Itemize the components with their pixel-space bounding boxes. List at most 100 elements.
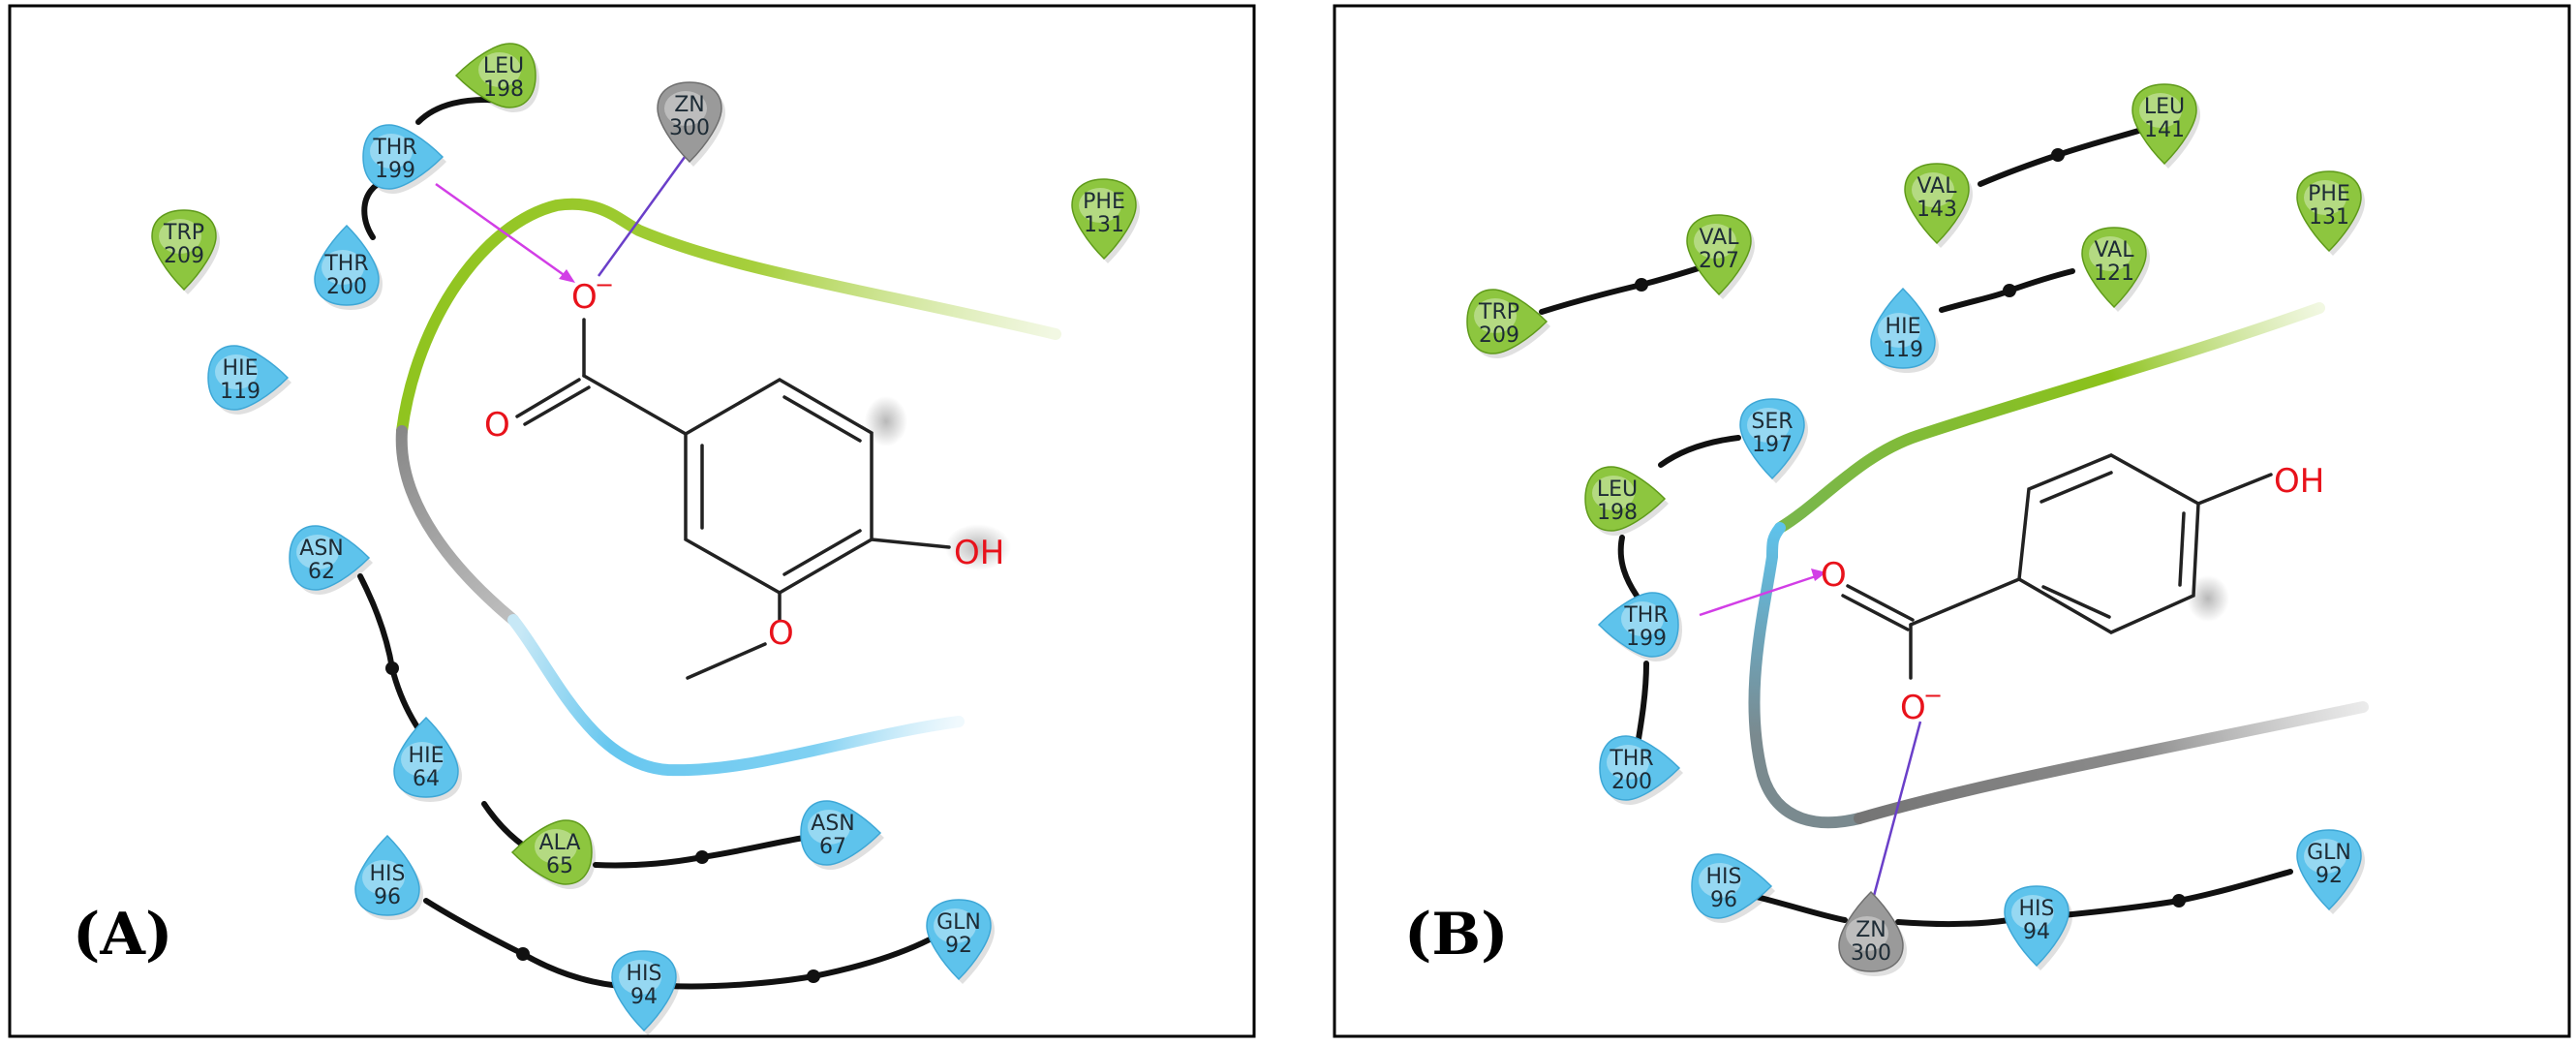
residue-name: GLN xyxy=(936,910,981,935)
residue-name: ZN xyxy=(1855,918,1886,942)
residue-name: VAL xyxy=(1917,174,1958,199)
residue-marker-polar xyxy=(289,525,371,591)
residue-name: ASN xyxy=(299,537,343,561)
residue-marker-metal xyxy=(1838,890,1904,972)
panel-a-label: (A) xyxy=(73,901,172,969)
residue-number: 209 xyxy=(164,244,204,268)
residue-name: HIS xyxy=(370,862,406,886)
residue-number: 131 xyxy=(2309,205,2349,230)
residue-number: 65 xyxy=(546,854,573,878)
hbond-arrowhead xyxy=(1811,569,1826,581)
residue-name: TRP xyxy=(1478,300,1519,324)
residue-number: 199 xyxy=(1626,627,1667,651)
panel-b-pocket-outline xyxy=(1748,302,2369,829)
residue-number: 92 xyxy=(945,934,972,958)
metal-coordination-zn xyxy=(1872,721,1922,897)
atom-charge: − xyxy=(595,271,614,298)
panel-a-interactions xyxy=(435,152,690,283)
residue-number: 131 xyxy=(1084,213,1124,237)
residue-name: LEU xyxy=(2144,95,2185,119)
residue-number: 209 xyxy=(1479,323,1519,348)
residue-marker-hydrophobic xyxy=(1466,289,1549,354)
residue-number: 199 xyxy=(375,159,415,183)
residue-marker-hydrophobic xyxy=(2131,83,2197,166)
residue-marker-polar xyxy=(1597,592,1679,658)
residue-number: 96 xyxy=(1710,888,1737,912)
residue-name: ZN xyxy=(674,93,705,117)
residue-name: THR xyxy=(372,136,416,160)
residue-number: 121 xyxy=(2094,262,2134,286)
panel-a-frame xyxy=(8,4,1256,1038)
residue-number: 141 xyxy=(2144,118,2185,142)
panel-b-backbone-chains xyxy=(1539,123,2293,928)
atom-charge: − xyxy=(1923,682,1943,709)
residue-marker-metal xyxy=(657,81,722,164)
panel-b-interactions xyxy=(1699,569,1922,897)
residue-marker-polar xyxy=(393,716,459,798)
residue-marker-hydrophobic xyxy=(1584,466,1667,532)
residue-number: 207 xyxy=(1699,249,1739,273)
residue-number: 64 xyxy=(413,767,440,791)
residue-marker-polar xyxy=(1691,853,1773,919)
residue-name: TRP xyxy=(163,221,204,245)
panel-b-label: (B) xyxy=(1404,901,1509,969)
residue-name: SER xyxy=(1751,410,1793,434)
residue-number: 300 xyxy=(1851,941,1891,966)
residue-number: 67 xyxy=(819,835,846,859)
residue-marker-polar xyxy=(800,800,882,866)
panel-b-ligand: OH O O − xyxy=(1821,453,2324,727)
atom-o-carbonyl: O xyxy=(1821,556,1847,595)
residue-name: ALA xyxy=(539,831,581,855)
residue-marker-polar xyxy=(2296,829,2362,911)
residue-name: THR xyxy=(1609,747,1653,771)
residue-name: HIS xyxy=(627,962,662,986)
residue-number: 92 xyxy=(2315,864,2343,888)
hbond-thr199-o xyxy=(1699,573,1820,617)
residue-name: PHE xyxy=(2308,182,2350,206)
residue-name: GLN xyxy=(2307,841,2351,865)
metal-coordination-zn xyxy=(597,152,690,277)
residue-number: 200 xyxy=(1611,770,1652,794)
residue-marker-hydrophobic xyxy=(1071,178,1137,261)
atom-o-methoxy: O xyxy=(768,614,794,653)
residue-number: 119 xyxy=(220,380,261,404)
hbond-thr199-o xyxy=(435,182,570,281)
residue-name: LEU xyxy=(1597,477,1638,502)
residue-marker-hydrophobic xyxy=(2081,227,2147,309)
atom-oh: OH xyxy=(2274,462,2324,501)
atom-o-carbonyl: O xyxy=(484,406,510,445)
hbond-arrowhead xyxy=(559,269,575,283)
residue-marker-polar xyxy=(354,834,420,916)
residue-name: HIS xyxy=(1706,865,1742,889)
residue-name: VAL xyxy=(2095,238,2135,262)
panel-b-frame xyxy=(1333,4,2571,1038)
residue-marker-polar xyxy=(611,950,677,1032)
residue-marker-polar xyxy=(1739,398,1805,480)
residue-number: 94 xyxy=(630,985,658,1009)
residue-number: 198 xyxy=(1597,501,1638,525)
residue-name: HIE xyxy=(223,356,259,381)
residue-number: 300 xyxy=(669,116,710,140)
residue-number: 94 xyxy=(2023,920,2050,944)
